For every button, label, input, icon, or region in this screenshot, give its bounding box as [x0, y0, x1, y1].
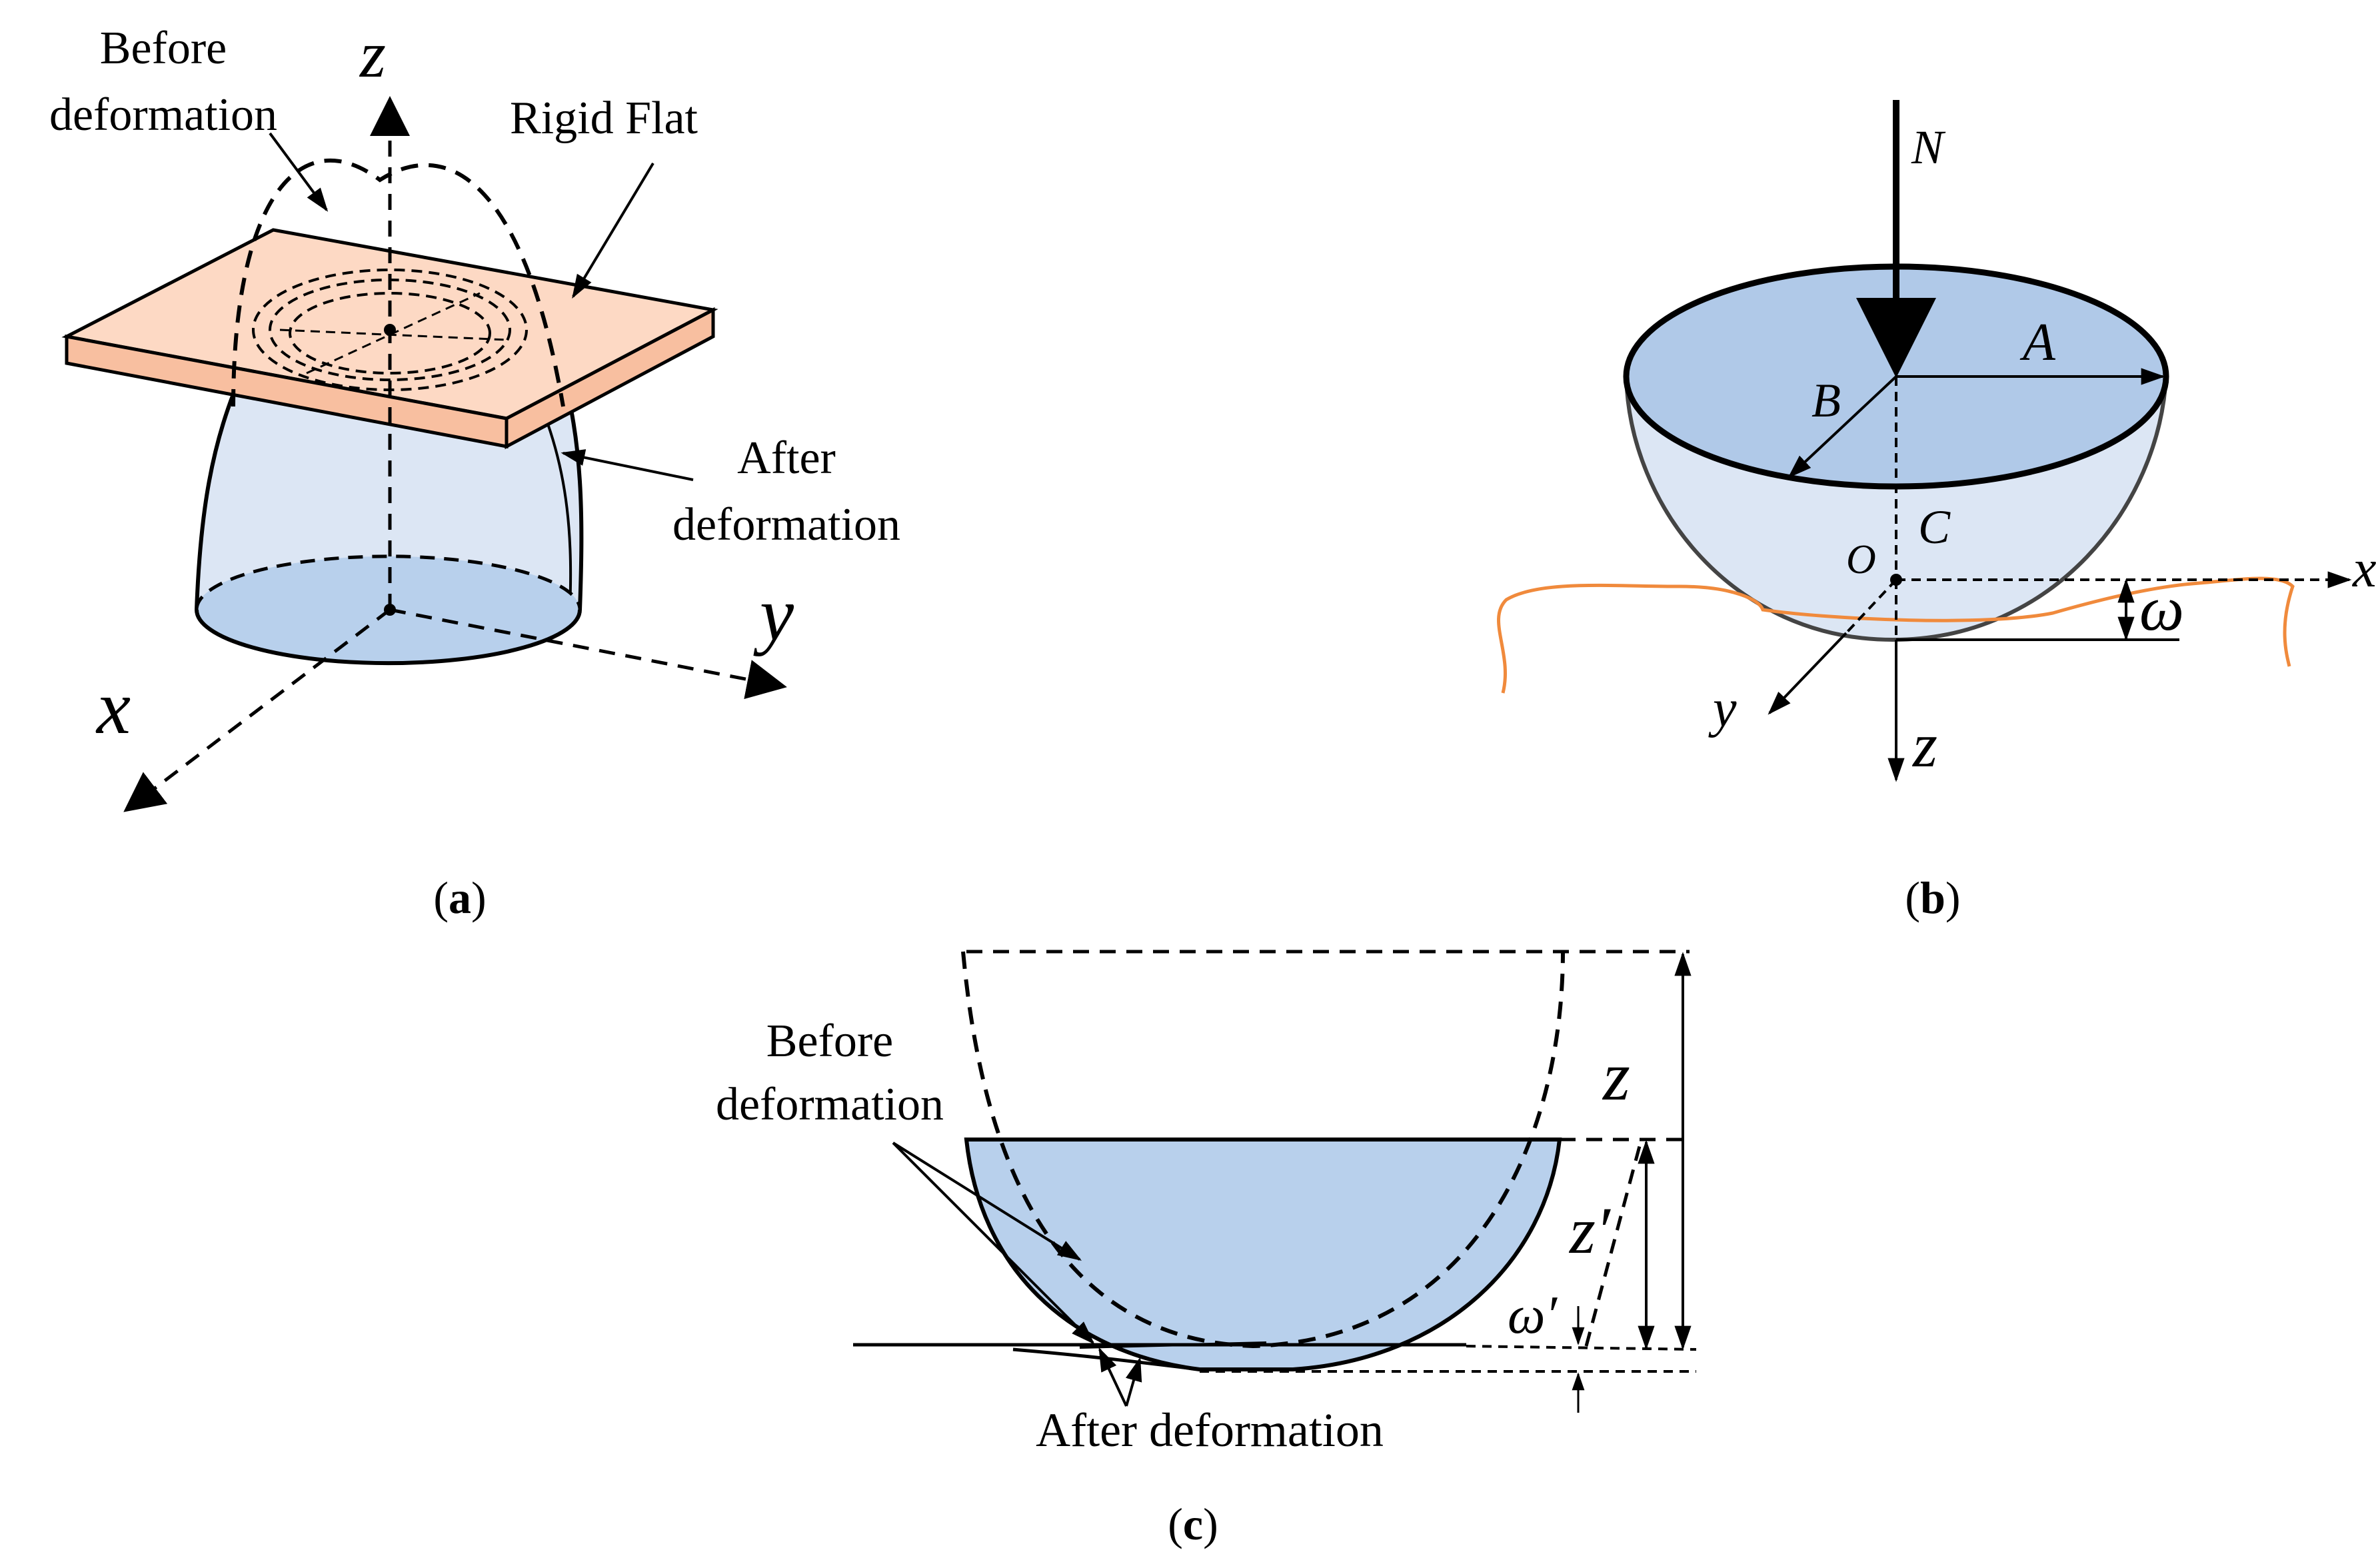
contact-diameter-2 — [279, 329, 507, 341]
panel-a: Before deformation Rigid Flat After defo… — [49, 17, 900, 923]
y-axis-label-b: y — [1708, 680, 1737, 738]
b-label: B — [1811, 374, 1841, 427]
after-deformation-wedge — [1012, 1347, 1200, 1371]
caption-a: (a) — [433, 872, 486, 923]
y-axis-a — [389, 608, 787, 700]
rigid-flat-right-side — [505, 307, 715, 450]
before-pointer-c-2 — [892, 1142, 1095, 1345]
before-label-a-line2: deformation — [49, 89, 277, 141]
before-label-c-line2: deformation — [716, 1079, 944, 1130]
rigid-flat-label: Rigid Flat — [510, 93, 698, 144]
deformed-body-c — [964, 1138, 1562, 1371]
after-label-a-line1: After — [737, 432, 836, 484]
omega-prime-label-c: ω′ — [1508, 1286, 1558, 1345]
caption-c: (c) — [1168, 1499, 1218, 1549]
z-prime-label-c: z′ — [1568, 1193, 1612, 1267]
after-deformation-wedge-2 — [1079, 1341, 1267, 1349]
y-axis-b — [1768, 632, 1847, 715]
after-label-a-line2: deformation — [672, 499, 900, 550]
base-ellipse-front — [195, 609, 582, 666]
after-pointer-c-2 — [1125, 1357, 1142, 1407]
origin-dot-a — [384, 604, 396, 616]
rigid-flat-pointer — [572, 162, 654, 299]
x-axis-a — [123, 608, 391, 812]
before-label-a-line1: Before — [100, 23, 227, 74]
n-label: N — [1911, 121, 1946, 174]
y-axis-b-dashed — [1845, 578, 1897, 634]
before-deformation-dome — [231, 159, 565, 407]
after-label-c: After deformation — [1036, 1403, 1384, 1457]
o-label: O — [1846, 537, 1876, 582]
contact-dashed-line-c — [1466, 1345, 1697, 1351]
a-label: A — [2019, 313, 2056, 372]
semi-axis-b — [1787, 375, 1897, 478]
x-axis-label-b: x — [2352, 540, 2376, 598]
y-axis-label-a: y — [753, 572, 794, 656]
panel-c: Before deformation After deformation z z… — [716, 950, 1697, 1549]
z-label-c: z — [1602, 1037, 1630, 1115]
before-label-c-line1: Before — [766, 1016, 893, 1067]
c-label: C — [1918, 500, 1951, 554]
after-pointer-a — [561, 449, 694, 481]
z-axis-label-a: z — [359, 17, 386, 91]
before-pointer-a — [269, 132, 329, 212]
z-axis-label-b: z — [1911, 710, 1937, 780]
before-pointer-c-1 — [892, 1142, 1082, 1261]
panel-b: N A B C O ω x y z (b) — [1497, 100, 2376, 923]
after-pointer-c-1 — [1098, 1347, 1128, 1407]
omega-label-b: ω — [2139, 573, 2184, 644]
x-axis-label-a: x — [95, 665, 131, 750]
z-prime-dashed-guide — [1584, 1146, 1642, 1347]
caption-b: (b) — [1905, 872, 1960, 923]
contact-ellipse-inner — [289, 292, 491, 375]
